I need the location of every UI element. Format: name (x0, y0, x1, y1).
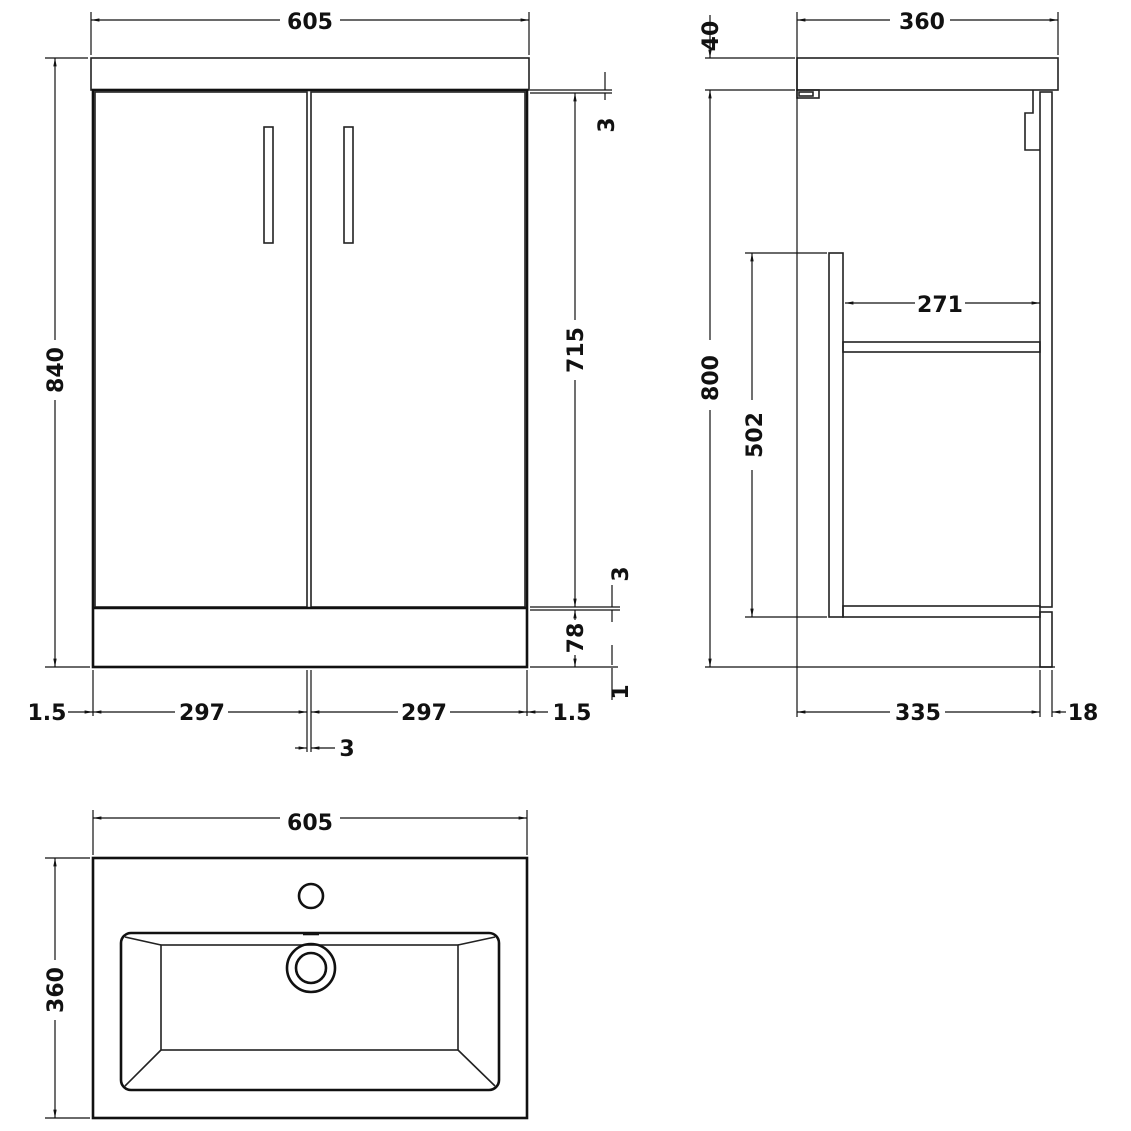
bowl-slopes (124, 936, 496, 1087)
top-thickness-label: 40 (699, 21, 724, 52)
tap-hole (297, 882, 325, 910)
door-right-width-label: 297 (401, 701, 447, 726)
body-height-label: 800 (699, 355, 724, 401)
right-door-handle (343, 126, 354, 244)
basin-depth-label: 360 (44, 967, 69, 1013)
drawer-bottom (842, 605, 1041, 618)
left-door-handle (263, 126, 274, 244)
door-height-label: 715 (564, 327, 589, 373)
dimension-lines (45, 12, 620, 752)
hinge (1024, 90, 1040, 151)
inner-depth-label: 335 (895, 701, 941, 726)
side-right-label: 1.5 (553, 701, 592, 726)
cabinet-body (91, 88, 529, 669)
left-door (94, 91, 308, 608)
door-left-width-label: 297 (179, 701, 225, 726)
countertop (90, 57, 530, 91)
front-view: 605 840 715 3 3 78 1 1.5 297 297 1.5 3 (28, 10, 634, 762)
top-gap-label: 3 (595, 117, 620, 132)
side-dimension-lines (705, 12, 1066, 717)
bracket-slot (798, 91, 814, 97)
front-width-label: 605 (287, 10, 333, 35)
waste-outer (285, 942, 337, 994)
door-gap-label: 3 (339, 737, 354, 762)
drawer-height-label: 502 (743, 412, 768, 458)
bottom-gap-label: 3 (609, 566, 634, 581)
bowl-rim (119, 931, 501, 1092)
waste-inner (294, 951, 328, 985)
shelf-depth-label: 271 (917, 293, 963, 318)
side-depth-label: 360 (899, 10, 945, 35)
front-height-label: 840 (44, 347, 69, 393)
bowl-floor (160, 944, 459, 1051)
door-thickness-label: 18 (1068, 701, 1099, 726)
drawer-front (828, 252, 844, 618)
floor-gap-label: 1 (609, 684, 634, 699)
door-profile (1039, 91, 1053, 608)
top-dimension-lines (45, 810, 528, 1119)
plinth-profile (1039, 611, 1053, 668)
side-view: 360 40 800 502 271 335 18 (699, 10, 1098, 726)
top-view: 605 360 (44, 810, 529, 1120)
side-countertop (796, 57, 1059, 91)
plinth-height-label: 78 (564, 623, 589, 654)
shelf (842, 341, 1041, 353)
bracket (796, 89, 820, 99)
right-door (310, 91, 526, 608)
basin-width-label: 605 (287, 811, 333, 836)
side-left-label: 1.5 (28, 701, 67, 726)
basin-outline (91, 856, 529, 1120)
